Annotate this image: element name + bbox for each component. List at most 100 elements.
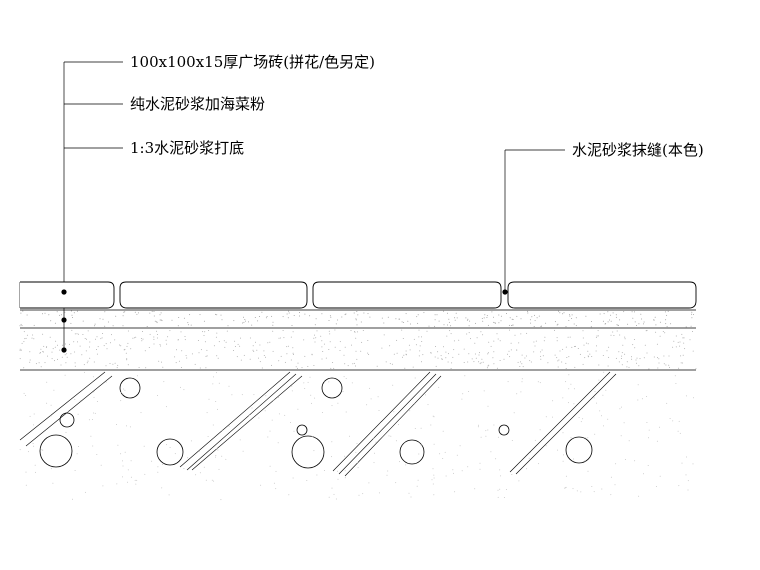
- sand-grain: [487, 405, 489, 407]
- sand-grain: [603, 313, 605, 315]
- sand-grain: [265, 395, 267, 397]
- sand-grain: [634, 460, 636, 462]
- sand-grain: [595, 350, 597, 352]
- sand-grain: [292, 354, 294, 355]
- sand-grain: [565, 346, 567, 348]
- sand-grain: [656, 343, 658, 345]
- sand-grain: [315, 318, 317, 320]
- sand-grain: [290, 422, 291, 423]
- sand-grain: [261, 311, 263, 313]
- sand-grain: [454, 491, 456, 493]
- sand-grain: [124, 311, 126, 313]
- sand-grain: [516, 349, 518, 351]
- aggregate-stone: [156, 438, 184, 466]
- sand-grain: [390, 435, 392, 437]
- sand-grain: [659, 426, 660, 428]
- sand-grain: [199, 472, 201, 474]
- sand-grain: [404, 367, 406, 369]
- sand-grain: [645, 330, 647, 332]
- sand-grain: [82, 320, 84, 322]
- sand-grain: [473, 361, 475, 363]
- sand-grain: [57, 358, 58, 360]
- sand-grain: [610, 476, 612, 478]
- sand-grain: [51, 351, 53, 353]
- sand-grain: [295, 366, 297, 368]
- sand-grain: [410, 496, 412, 498]
- sand-grain: [444, 451, 446, 453]
- sand-grain: [620, 435, 622, 437]
- sand-grain: [453, 349, 455, 351]
- sand-grain: [646, 396, 648, 397]
- sand-grain: [161, 361, 162, 363]
- sand-grain: [331, 456, 332, 458]
- sand-grain: [140, 412, 142, 414]
- sand-grain: [680, 355, 682, 357]
- sand-grain: [69, 343, 70, 345]
- sand-grain: [34, 464, 36, 466]
- sand-grain: [690, 325, 692, 327]
- sand-grain: [33, 413, 35, 415]
- sand-grain: [557, 449, 559, 451]
- sand-grain: [681, 333, 683, 335]
- sand-grain: [127, 342, 129, 344]
- sand-grain: [496, 333, 498, 335]
- sand-grain: [619, 319, 621, 321]
- sand-grain: [329, 315, 331, 317]
- sand-grain: [543, 340, 545, 342]
- sand-grain: [29, 361, 31, 363]
- sand-grain: [355, 318, 357, 320]
- sand-grain: [284, 361, 286, 363]
- sand-grain: [115, 315, 117, 317]
- sand-grain: [47, 355, 48, 357]
- sand-grain: [329, 341, 331, 343]
- sand-grain: [566, 357, 568, 358]
- sand-grain: [594, 433, 596, 435]
- sand-grain: [554, 321, 556, 323]
- sand-grain: [683, 342, 685, 344]
- sand-grain: [84, 338, 86, 339]
- sand-grain: [513, 412, 515, 414]
- sand-grain: [565, 326, 567, 328]
- sand-grain: [521, 363, 523, 365]
- sand-grain: [518, 480, 520, 482]
- sand-grain: [293, 315, 295, 316]
- sand-grain: [248, 414, 250, 416]
- sand-grain: [381, 317, 383, 319]
- sand-grain: [50, 468, 52, 470]
- sand-grain: [615, 357, 617, 359]
- sand-grain: [442, 458, 444, 459]
- sand-grain: [634, 311, 635, 313]
- sand-grain: [405, 350, 407, 352]
- sand-grain: [538, 315, 540, 317]
- sand-grain: [534, 345, 536, 347]
- sand-grain: [159, 319, 161, 321]
- sand-grain: [610, 494, 612, 496]
- sand-grain: [541, 349, 543, 351]
- sand-grain: [234, 340, 236, 342]
- aggregate-stone: [498, 424, 510, 436]
- sand-grain: [33, 424, 34, 426]
- sand-grain: [420, 427, 422, 429]
- sand-grain: [44, 362, 46, 364]
- sand-grain: [544, 336, 546, 338]
- sand-grain: [484, 314, 486, 316]
- sand-grain: [89, 346, 90, 348]
- sand-grain: [675, 346, 677, 348]
- sand-grain: [587, 437, 589, 439]
- sand-grain: [49, 336, 51, 338]
- sand-grain: [638, 323, 640, 325]
- sand-grain: [533, 351, 535, 353]
- sand-grain: [433, 416, 435, 418]
- sand-grain: [565, 475, 567, 477]
- sand-grain: [478, 354, 480, 356]
- sand-grain: [628, 440, 630, 442]
- sand-grain: [20, 323, 22, 325]
- sand-grain: [269, 430, 271, 432]
- sand-grain: [272, 321, 274, 323]
- sand-grain: [381, 347, 383, 349]
- sand-grain: [142, 331, 143, 332]
- sand-grain: [65, 343, 66, 345]
- sand-grain: [505, 489, 507, 490]
- aggregate-stone: [296, 424, 308, 436]
- sand-grain: [59, 349, 61, 351]
